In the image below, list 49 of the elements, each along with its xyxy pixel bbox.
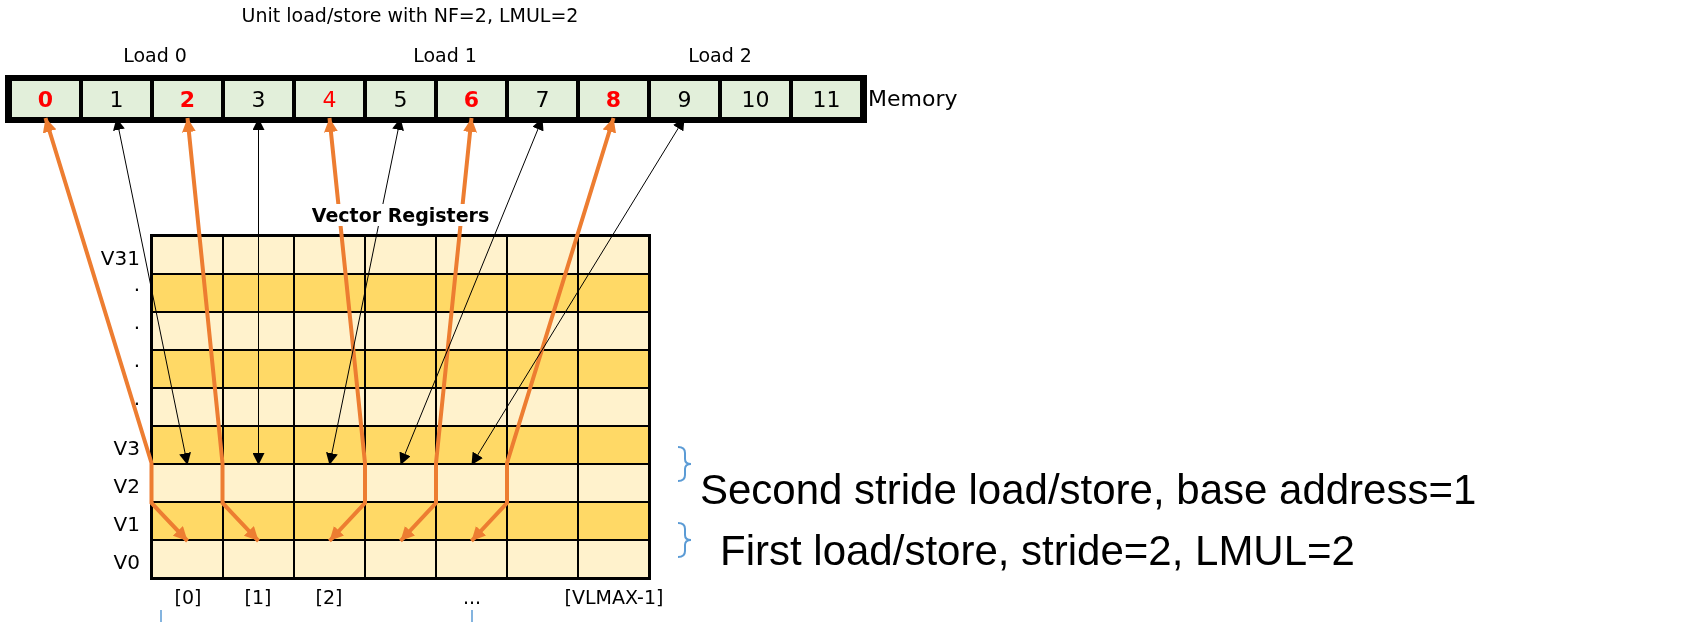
- memory-cell: 10: [721, 80, 790, 118]
- memory-cell: 0: [11, 80, 80, 118]
- arrow: [42, 117, 189, 543]
- bracket-note: Second stride load/store, base address=1: [700, 466, 1477, 514]
- register-label: V0: [113, 550, 140, 574]
- register-cell: [437, 541, 506, 577]
- register-cell: [295, 541, 364, 577]
- memory-cell: 7: [508, 80, 577, 118]
- arrow: [470, 117, 617, 543]
- register-cell: [224, 541, 293, 577]
- register-label: V3: [113, 436, 140, 460]
- load-label: Load 2: [688, 44, 752, 66]
- dot: .: [133, 386, 140, 410]
- memory-label: Memory: [868, 86, 958, 111]
- dot: .: [133, 272, 140, 296]
- register-cell: [153, 541, 222, 577]
- memory-cell: 5: [366, 80, 435, 118]
- memory-cell: 9: [650, 80, 719, 118]
- register-label: V31: [100, 246, 140, 270]
- dot: .: [133, 310, 140, 334]
- register-label: V1: [113, 512, 140, 536]
- dot: .: [133, 348, 140, 372]
- memory-cell: 1: [82, 80, 151, 118]
- memory-cell: 11: [792, 80, 861, 118]
- arrow: [181, 117, 260, 543]
- memory-cell: 8: [579, 80, 648, 118]
- memory-cell: 4: [295, 80, 364, 118]
- index-label: [1]: [244, 586, 272, 608]
- register-cell: [366, 541, 435, 577]
- index-label: [VLMAX-1]: [564, 586, 664, 608]
- register-cell: [295, 465, 364, 501]
- load-label: Load 0: [123, 44, 187, 66]
- register-cell: [153, 465, 222, 501]
- register-label: V2: [113, 474, 140, 498]
- register-cell: [437, 465, 506, 501]
- memory-cell: 6: [437, 80, 506, 118]
- index-label: [2]: [315, 586, 343, 608]
- index-label: [0]: [174, 586, 202, 608]
- diagram-title: Unit load/store with NF=2, LMUL=2: [241, 4, 579, 26]
- register-cell: [224, 465, 293, 501]
- grid-title: Vector Registers: [309, 204, 492, 226]
- arrow: [323, 117, 367, 543]
- load-label: Load 1: [413, 44, 477, 66]
- arrow: [399, 117, 478, 543]
- memory-cell: 2: [153, 80, 222, 118]
- memory-cell: 3: [224, 80, 293, 118]
- register-cell: [366, 465, 435, 501]
- ellipsis: ...: [462, 586, 482, 608]
- bracket-note: First load/store, stride=2, LMUL=2: [720, 527, 1355, 575]
